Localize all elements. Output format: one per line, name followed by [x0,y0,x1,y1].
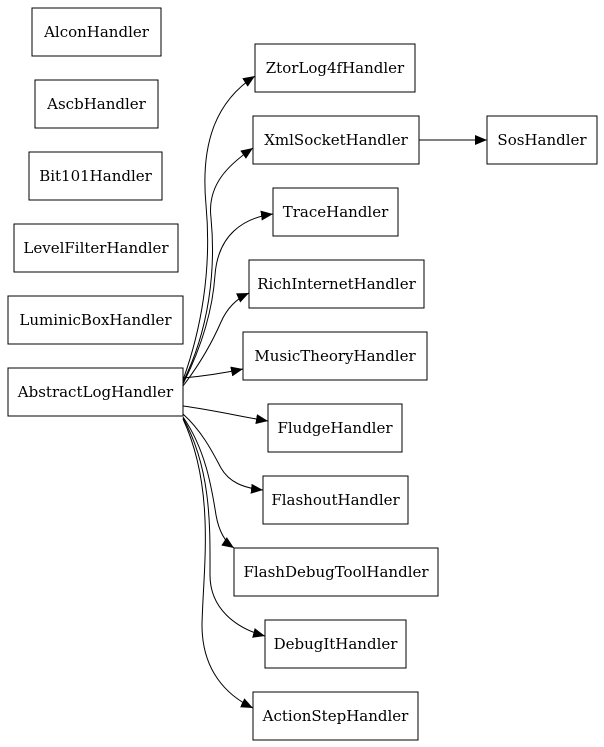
edge-abstractlog-musictheory [182,366,244,379]
node-ascb[interactable]: AscbHandler [34,79,159,129]
node-flashout-box [262,475,409,525]
edges [182,75,487,709]
edge-abstractlog-xmlsocket [182,147,254,383]
node-sos[interactable]: SosHandler [486,115,598,165]
edge-abstractlog-debugit [182,417,266,638]
node-abstractlog-label: AbstractLogHandler [17,383,174,401]
node-sos-label: SosHandler [497,131,587,149]
node-bit101-box [28,151,163,201]
node-xmlsocket-label: XmlSocketHandler [264,131,408,149]
node-musictheory-label: MusicTheoryHandler [254,347,416,365]
node-musictheory[interactable]: MusicTheoryHandler [242,331,428,381]
node-musictheory-box [242,331,428,381]
node-fludge[interactable]: FludgeHandler [267,403,403,453]
edge-abstractlog-trace [182,210,274,385]
node-levelfilter[interactable]: LevelFilterHandler [13,223,179,273]
node-alcon[interactable]: AlconHandler [31,7,162,57]
node-abstractlog[interactable]: AbstractLogHandler [7,367,184,417]
node-alcon-box [31,7,162,57]
node-debugit[interactable]: DebugItHandler [264,619,407,669]
node-trace-box [272,187,399,237]
node-actionstep-label: ActionStepHandler [262,707,409,725]
node-flashdebugtool[interactable]: FlashDebugToolHandler [233,547,439,597]
node-abstractlog-box [7,367,184,417]
node-trace[interactable]: TraceHandler [272,187,399,237]
node-richinternet-label: RichInternetHandler [257,275,416,293]
node-flashout-label: FlashoutHandler [271,491,400,509]
node-debugit-label: DebugItHandler [274,635,399,653]
node-ztorlog4f-box [254,43,416,93]
node-flashdebugtool-label: FlashDebugToolHandler [243,563,429,581]
node-actionstep-box [252,691,419,741]
node-debugit-box [264,619,407,669]
node-luminicbox[interactable]: LuminicBoxHandler [7,295,184,345]
node-richinternet[interactable]: RichInternetHandler [248,259,425,309]
node-richinternet-box [248,259,425,309]
node-alcon-label: AlconHandler [43,23,150,41]
node-flashout[interactable]: FlashoutHandler [262,475,409,525]
node-actionstep[interactable]: ActionStepHandler [252,691,419,741]
edge-abstractlog-richinternet [182,292,250,387]
edge-abstractlog-fludge [182,405,269,425]
node-sos-box [486,115,598,165]
node-luminicbox-box [7,295,184,345]
node-fludge-box [267,403,403,453]
node-bit101-label: Bit101Handler [39,167,152,185]
edge-abstractlog-flashout [182,413,264,494]
node-xmlsocket[interactable]: XmlSocketHandler [252,115,420,165]
node-levelfilter-label: LevelFilterHandler [23,239,169,257]
node-ztorlog4f[interactable]: ZtorLog4fHandler [254,43,416,93]
node-flashdebugtool-box [233,547,439,597]
edge-abstractlog-flashdebugtool [182,416,235,549]
node-fludge-label: FludgeHandler [277,419,393,437]
edge-abstractlog-ztorlog4f [182,75,256,381]
node-levelfilter-box [13,223,179,273]
node-ztorlog4f-label: ZtorLog4fHandler [266,59,405,77]
node-bit101[interactable]: Bit101Handler [28,151,163,201]
node-ascb-label: AscbHandler [46,95,146,113]
node-ascb-box [34,79,159,129]
node-xmlsocket-box [252,115,420,165]
node-luminicbox-label: LuminicBoxHandler [19,311,172,329]
node-trace-label: TraceHandler [283,203,389,221]
edge-abstractlog-actionstep [182,418,254,709]
